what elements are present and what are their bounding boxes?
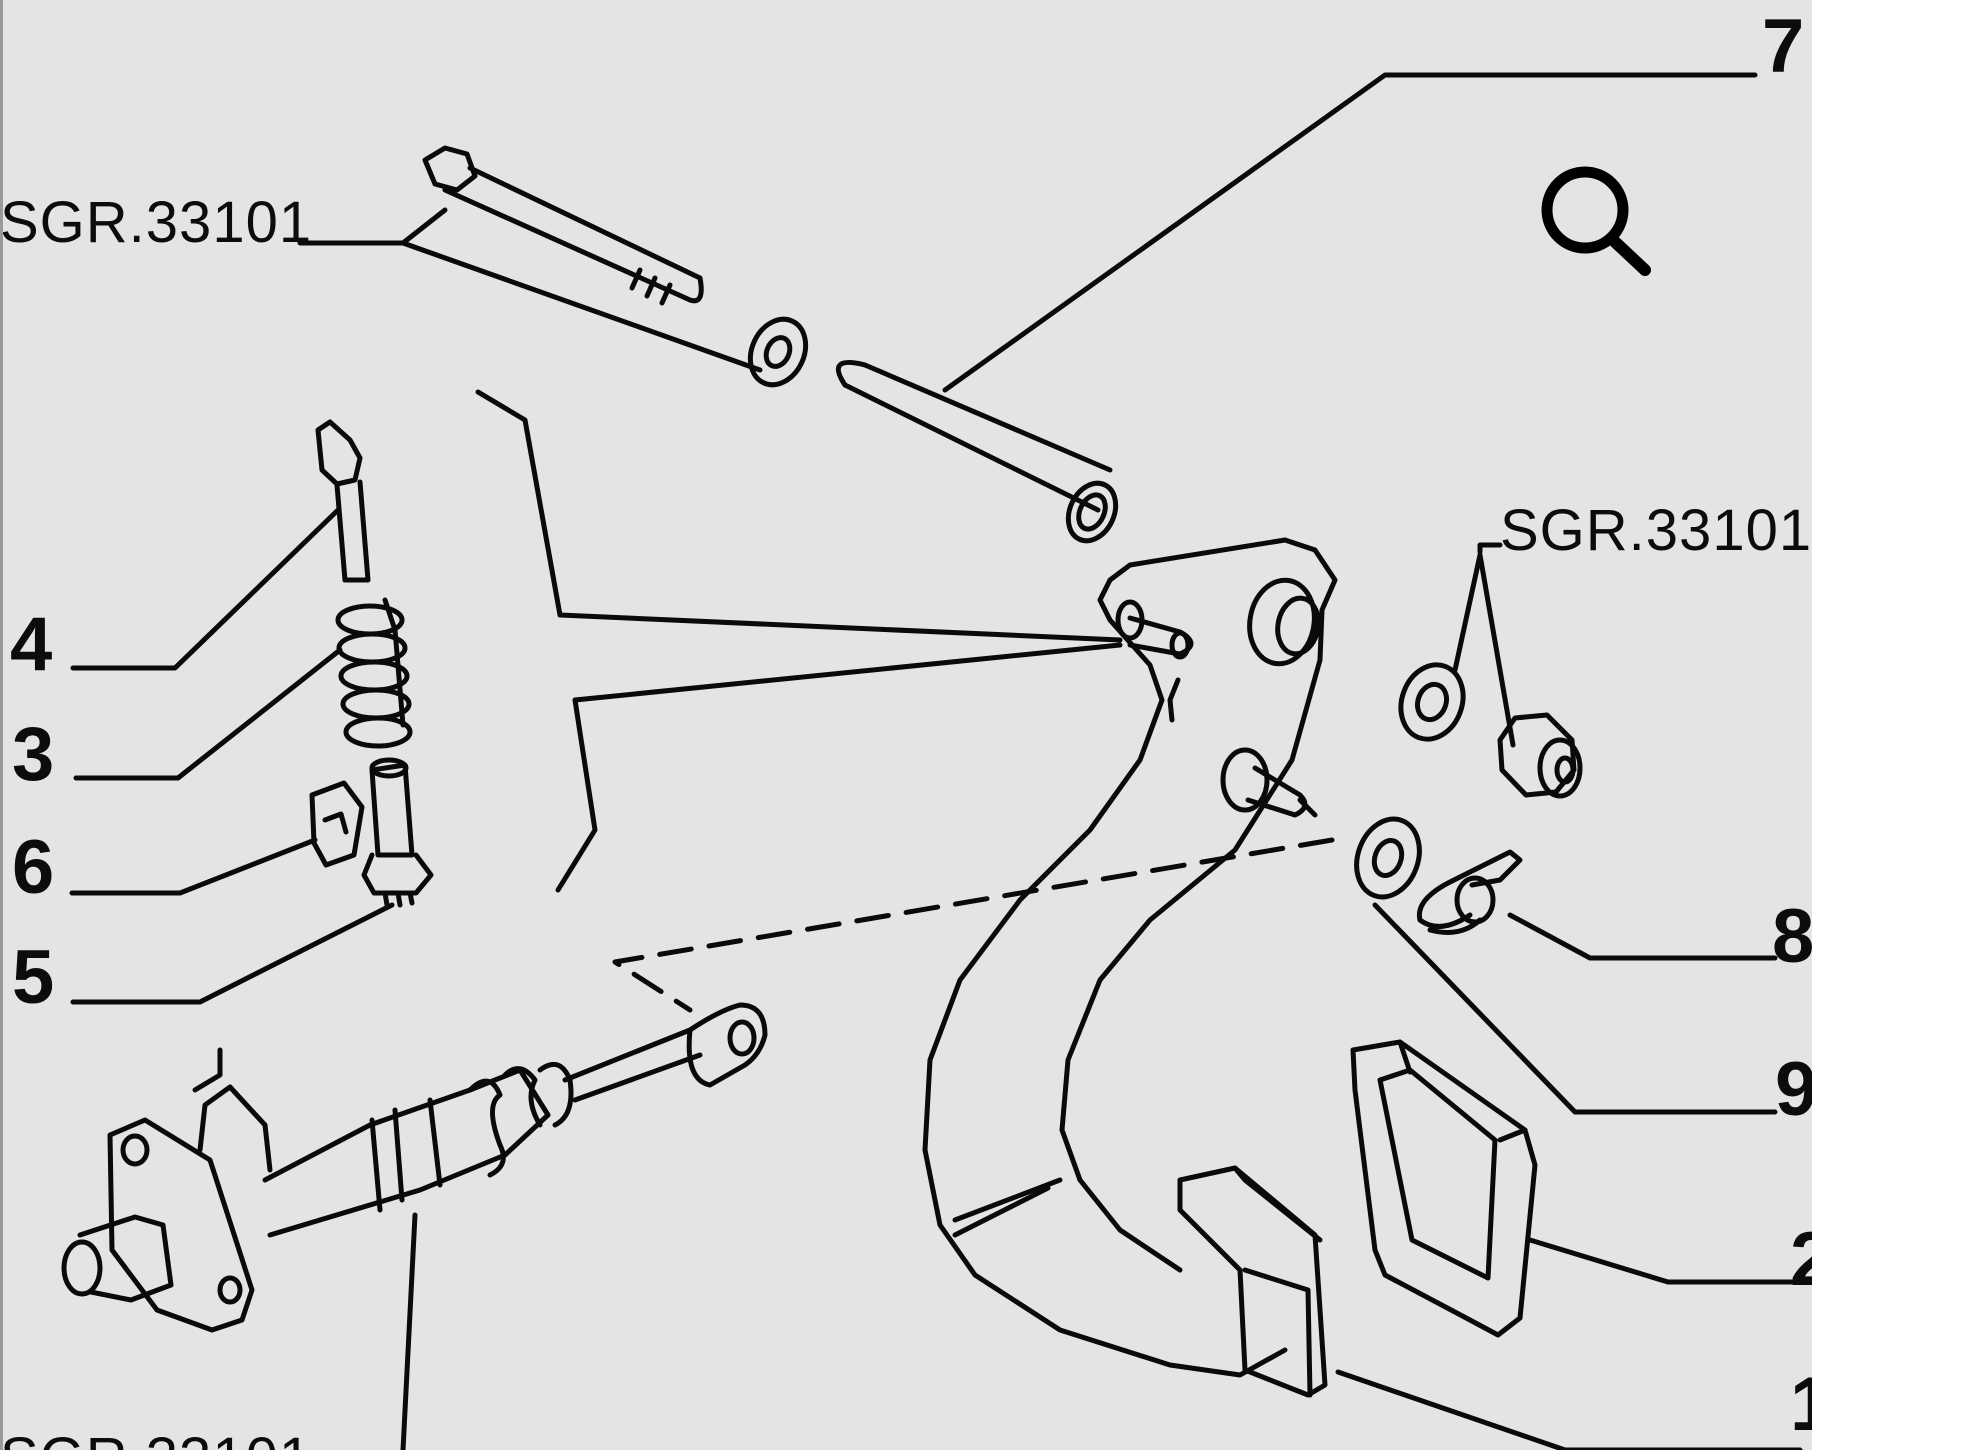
part-code-right: SGR.33101 bbox=[1500, 498, 1812, 563]
pivot-bolt bbox=[422, 145, 704, 306]
pedal-ref-line-upper bbox=[475, 389, 1123, 643]
leader-9 bbox=[1372, 902, 1778, 1115]
clutch-master-cylinder bbox=[61, 1002, 768, 1333]
bolt-washer bbox=[747, 316, 809, 388]
leader-sgr-top bbox=[297, 240, 763, 373]
magnifier-icon bbox=[1541, 166, 1651, 276]
clutch-pedal-arm bbox=[922, 537, 1338, 1378]
leader-8 bbox=[1507, 912, 1778, 961]
callout-3: 3 bbox=[12, 712, 54, 797]
leader-sgr-right bbox=[1452, 552, 1516, 748]
callout-5: 5 bbox=[12, 935, 54, 1020]
dashed-assembly-line bbox=[612, 837, 1335, 1013]
callout-6: 6 bbox=[12, 825, 54, 910]
viewer-left-edge bbox=[0, 0, 3, 1450]
spring-sleeve-5 bbox=[361, 757, 434, 908]
leader-4 bbox=[70, 507, 341, 671]
pedal-plate-1 bbox=[1177, 1165, 1328, 1398]
callout-7: 7 bbox=[1762, 4, 1804, 89]
retaining-clip-8 bbox=[1416, 849, 1523, 935]
leader-7 bbox=[942, 72, 1758, 393]
part-code-bottom: SGR.33101 bbox=[0, 1426, 312, 1450]
pivot-bushing bbox=[835, 360, 1119, 544]
leader-1 bbox=[1335, 1369, 1803, 1450]
pedal-ref-line-lower bbox=[555, 642, 1123, 893]
callout-4: 4 bbox=[10, 602, 52, 687]
leader-sgr-top-branch bbox=[400, 207, 448, 246]
leader-3 bbox=[73, 647, 343, 781]
nut-right bbox=[1497, 712, 1583, 799]
clip-6 bbox=[309, 780, 365, 868]
part-code-top-left: SGR.33101 bbox=[0, 190, 312, 255]
pedal-rubber-2 bbox=[1350, 1039, 1538, 1338]
washer-9 bbox=[1354, 816, 1422, 900]
callout-9: 9 bbox=[1775, 1047, 1817, 1132]
return-spring-3 bbox=[335, 597, 413, 749]
leader-5 bbox=[70, 902, 395, 1005]
zoom-button[interactable] bbox=[1530, 160, 1660, 290]
adjuster-pin-4 bbox=[315, 419, 371, 583]
leader-6 bbox=[69, 837, 318, 896]
washer-right bbox=[1398, 662, 1466, 742]
callout-8: 8 bbox=[1772, 894, 1814, 979]
viewer-right-margin bbox=[1812, 0, 1965, 1450]
leader-2 bbox=[1527, 1237, 1803, 1285]
leader-bottom bbox=[400, 1212, 418, 1450]
leader-sgr-right-tick bbox=[1477, 542, 1503, 555]
